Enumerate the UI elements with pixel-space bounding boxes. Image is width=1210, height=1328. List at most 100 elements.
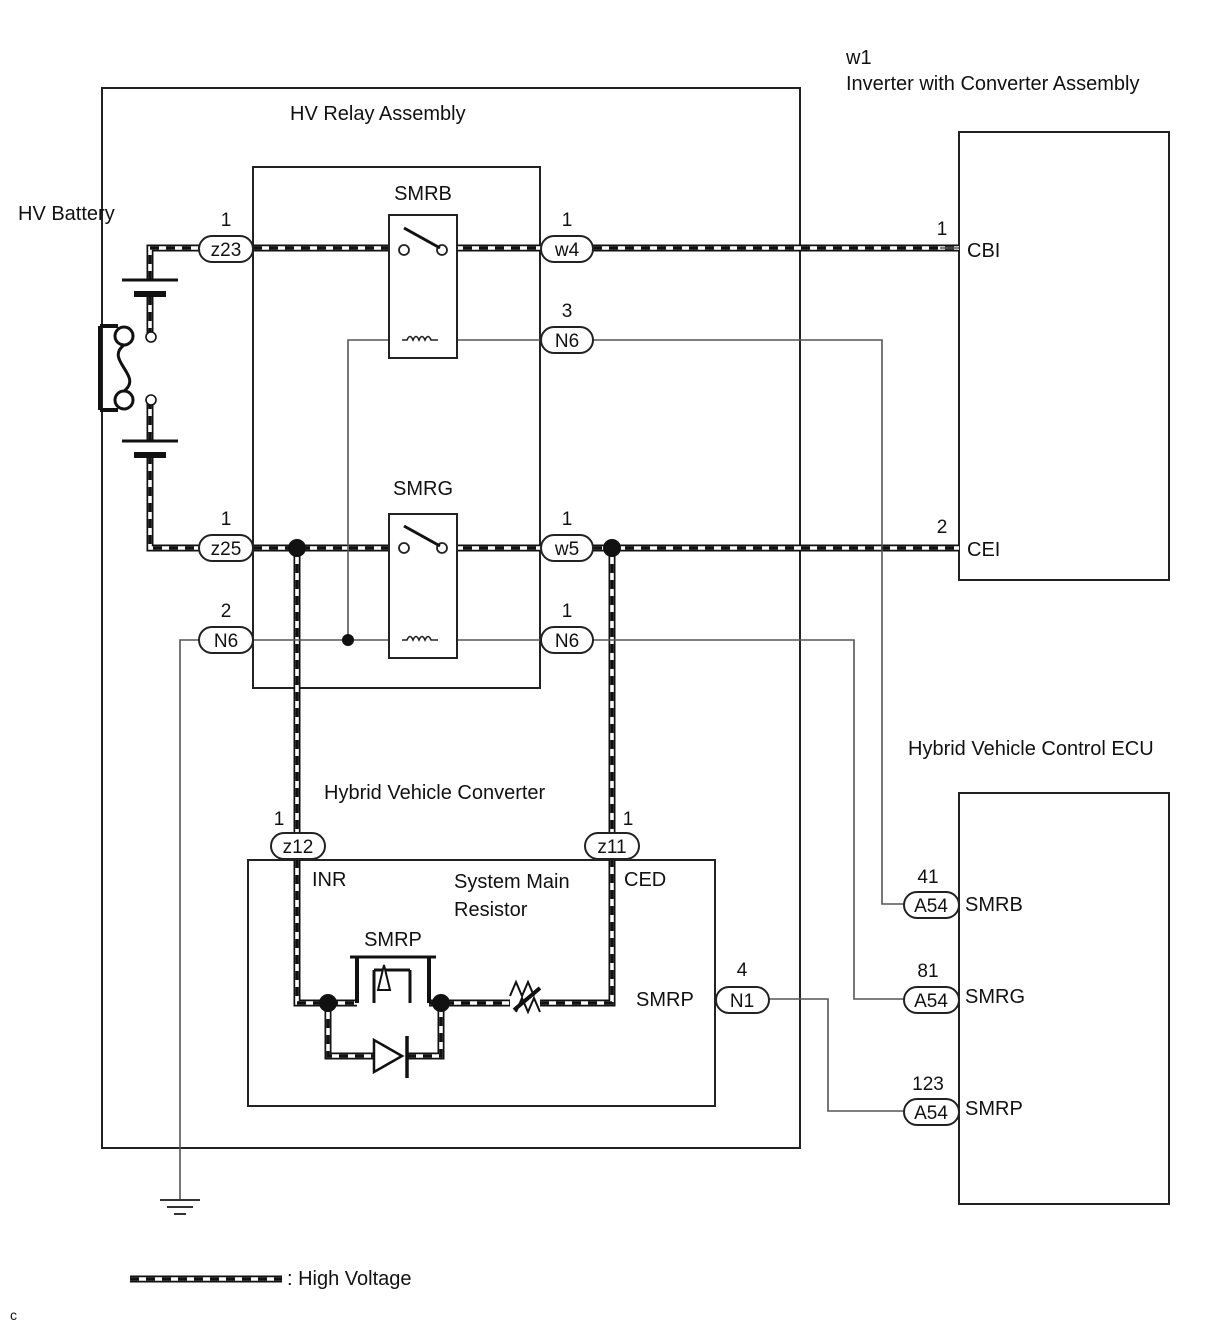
- hv-wire-diode-left: [326, 1003, 374, 1058]
- svg-text:w5: w5: [554, 539, 579, 560]
- ground-frame-box: [101, 87, 801, 1149]
- svg-text:A54: A54: [914, 991, 948, 1012]
- hv-wire-battery-top: [148, 246, 199, 280]
- smrg-coil-icon: [402, 635, 438, 643]
- svg-text:A54: A54: [914, 896, 948, 917]
- hv-battery-label: HV Battery: [18, 203, 115, 225]
- connector-z25: z25 1: [198, 509, 254, 562]
- hv-wire-resistor-ced: [540, 859, 614, 1005]
- hv-wire-diode-left: [324, 1003, 374, 1060]
- connector-n6-left: N6 2: [198, 601, 254, 654]
- connector-n6-top: N6 3: [540, 301, 594, 354]
- svg-text:N1: N1: [730, 991, 754, 1012]
- svg-text:z12: z12: [283, 837, 314, 858]
- connector-a54-smrg: A54 81: [903, 961, 960, 1014]
- ced-terminal-label: CED: [624, 869, 666, 891]
- inverter-label: Inverter with Converter Assembly: [846, 73, 1139, 95]
- svg-text:N6: N6: [214, 631, 238, 652]
- hv-wire-diode-right: [407, 1003, 443, 1058]
- hv-wire-diode-right: [407, 1003, 443, 1058]
- connector-n1: N1 4: [715, 960, 770, 1014]
- svg-text:z25: z25: [211, 539, 242, 560]
- junction-dot: [319, 994, 337, 1012]
- hv-battery-symbol: [98, 278, 178, 458]
- n6-2-to-ground-wire: [179, 639, 199, 1200]
- inverter-id-label: w1: [845, 47, 872, 69]
- svg-text:1: 1: [221, 210, 232, 231]
- svg-text:w4: w4: [554, 240, 580, 261]
- smrp-diode: [372, 1036, 409, 1078]
- svg-text:N6: N6: [555, 331, 579, 352]
- cbi-pin-label: 1: [937, 219, 948, 240]
- hybrid-vehicle-converter-label: Hybrid Vehicle Converter: [324, 782, 546, 804]
- svg-text:41: 41: [917, 867, 938, 888]
- svg-text:A54: A54: [914, 1103, 948, 1124]
- hv-relay-assembly-box: [252, 166, 541, 689]
- connector-z12: z12 1: [270, 809, 326, 860]
- n6-3-to-a54-41-wire: [593, 339, 904, 905]
- smrb-relay: [388, 214, 458, 359]
- hv-wire-battery-top: [148, 246, 199, 280]
- corner-mark: c: [10, 1307, 17, 1323]
- ecu-smrg-terminal-label: SMRG: [965, 986, 1025, 1008]
- cei-terminal-label: CEI: [967, 539, 1000, 561]
- cei-pin-label: 2: [937, 517, 948, 538]
- system-main-resistor-label: System Main: [454, 871, 570, 893]
- svg-text:123: 123: [912, 1074, 944, 1095]
- connector-n6-mid: N6 1: [540, 601, 594, 654]
- ecu-smrb-terminal-label: SMRB: [965, 894, 1023, 916]
- legend: : High Voltage: [130, 1268, 412, 1290]
- connector-w5: w5 1: [540, 509, 594, 562]
- connector-z11: z11 1: [584, 809, 640, 860]
- smrb-label: SMRB: [394, 183, 452, 205]
- ground-symbol: [160, 1199, 200, 1215]
- connector-a54-smrp: A54 123: [903, 1074, 960, 1126]
- hv-relay-assembly-label: HV Relay Assembly: [290, 103, 466, 125]
- junction-dot: [432, 994, 450, 1012]
- smrp-transistor: [350, 955, 436, 1003]
- junction-dot: [288, 539, 306, 557]
- svg-text:1: 1: [562, 601, 573, 622]
- hybrid-vehicle-converter-box: [247, 859, 716, 1107]
- connector-z23: z23 1: [198, 210, 254, 263]
- svg-text:3: 3: [562, 301, 573, 322]
- svg-text:z11: z11: [597, 837, 626, 858]
- high-voltage-legend-label: : High Voltage: [287, 1268, 412, 1290]
- svg-text:N6: N6: [555, 631, 579, 652]
- hv-wire-battery-neg: [148, 455, 199, 550]
- svg-text:1: 1: [562, 210, 573, 231]
- connector-a54-smrb: A54 41: [903, 867, 960, 919]
- junction-dot: [342, 634, 354, 646]
- svg-text:1: 1: [562, 509, 573, 530]
- hv-control-ecu-label: Hybrid Vehicle Control ECU: [908, 738, 1154, 760]
- hv-wire-diode-right: [407, 1003, 445, 1060]
- svg-text:1: 1: [221, 509, 232, 530]
- hv-wire-battery-top: [146, 244, 199, 280]
- svg-text:1: 1: [623, 809, 634, 830]
- hv-wire-battery-neg: [148, 455, 199, 550]
- svg-text:2: 2: [221, 601, 232, 622]
- smrp-converter-terminal-label: SMRP: [636, 989, 694, 1011]
- cbi-terminal-label: CBI: [967, 240, 1000, 262]
- high-voltage-wiring: [146, 244, 959, 1060]
- smrb-coil-wire: [347, 339, 402, 640]
- hv-wire-diode-left: [326, 1003, 374, 1058]
- inr-terminal-label: INR: [312, 869, 346, 891]
- n1-to-a54-123-wire: [769, 998, 904, 1112]
- hv-wire-battery-neg: [146, 455, 199, 552]
- inverter-box: [958, 131, 1170, 581]
- junction-dot: [603, 539, 621, 557]
- svg-text:1: 1: [274, 809, 285, 830]
- smrg-relay: [388, 513, 458, 659]
- signal-wiring: [179, 247, 959, 1200]
- svg-text:4: 4: [737, 960, 748, 981]
- system-main-resistor-symbol: [509, 979, 542, 1015]
- svg-text:z23: z23: [211, 240, 242, 261]
- n6-1-to-a54-81-wire: [593, 639, 904, 1000]
- smrp-transistor-label: SMRP: [364, 929, 422, 951]
- ecu-smrp-terminal-label: SMRP: [965, 1098, 1023, 1120]
- connector-w4: w4 1: [540, 210, 594, 263]
- smrb-coil-icon: [402, 335, 438, 343]
- svg-text:81: 81: [917, 961, 938, 982]
